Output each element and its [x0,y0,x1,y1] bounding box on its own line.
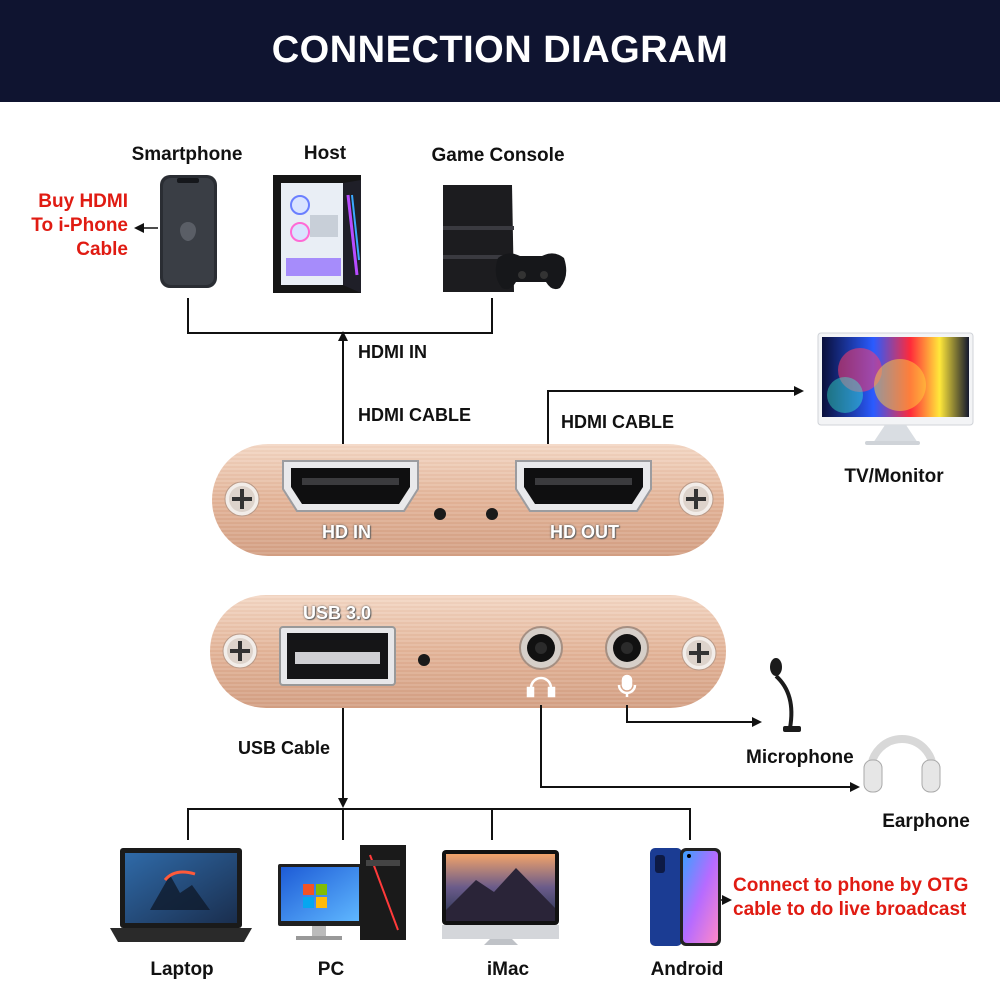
usb-port [279,626,396,686]
headphone-jack [519,626,563,670]
game-console-icon [443,185,567,292]
hdmi-in-port [282,460,419,512]
hdmi-cable-in-label: HDMI CABLE [358,405,471,425]
tv-monitor-icon [817,332,974,445]
otg-note: Connect to phone by OTG cable to do live… [733,874,968,922]
usb-cable-label: USB Cable [238,738,331,758]
android-phone-icon [650,848,721,946]
header-banner [0,0,1000,102]
hdmi-in-connector-lines [187,298,493,444]
screw-icon [222,633,258,669]
microphone-jack [605,626,649,670]
otg-note-line: Connect to phone by OTG [733,875,969,896]
led-indicator [486,508,498,520]
hd-in-port-label: HD IN [322,522,371,542]
pc-label: PC [317,959,345,980]
iphone-note-line: To i-Phone [31,215,128,236]
host-pc-icon [273,175,361,293]
microphone-icon [770,658,801,732]
game-console-label: Game Console [431,145,565,166]
android-label: Android [650,959,724,980]
laptop-icon [110,848,252,942]
screw-icon [678,481,714,517]
headphone-connector-line [540,705,860,792]
hd-out-port-label: HD OUT [550,522,619,542]
iphone-note-line: Buy HDMI [38,191,128,212]
led-indicator [418,654,430,666]
headphone-glyph-icon [526,676,556,698]
screw-icon [681,635,717,671]
earphone-icon [863,735,941,793]
iphone-note-line: Cable [76,239,128,260]
desktop-pc-icon [278,845,406,940]
host-label: Host [303,143,347,164]
usb-port-label: USB 3.0 [303,603,372,623]
tv-monitor-label: TV/Monitor [844,466,944,487]
imac-label: iMac [486,959,530,980]
capture-device-hdmi-side [212,444,724,556]
hdmi-in-label: HDMI IN [358,342,427,362]
hdmi-cable-out-label: HDMI CABLE [561,412,674,432]
capture-device-usb-side [210,595,726,708]
iphone-cable-note: Buy HDMI To i-Phone Cable [10,190,128,262]
page-title: CONNECTION DIAGRAM [271,29,729,71]
usb-connector-lines [187,708,691,840]
smartphone-icon [160,175,217,288]
hdmi-out-port [515,460,652,512]
screw-icon [224,481,260,517]
hdmi-out-connector-line [547,386,804,444]
smartphone-label: Smartphone [131,144,243,165]
mic-connector-line [626,705,762,727]
mic-glyph-icon [617,674,637,697]
microphone-label: Microphone [746,747,854,768]
laptop-label: Laptop [150,959,214,980]
otg-note-line: cable to do live broadcast [733,899,967,920]
earphone-label: Earphone [882,811,970,832]
imac-icon [442,850,559,945]
led-indicator [434,508,446,520]
